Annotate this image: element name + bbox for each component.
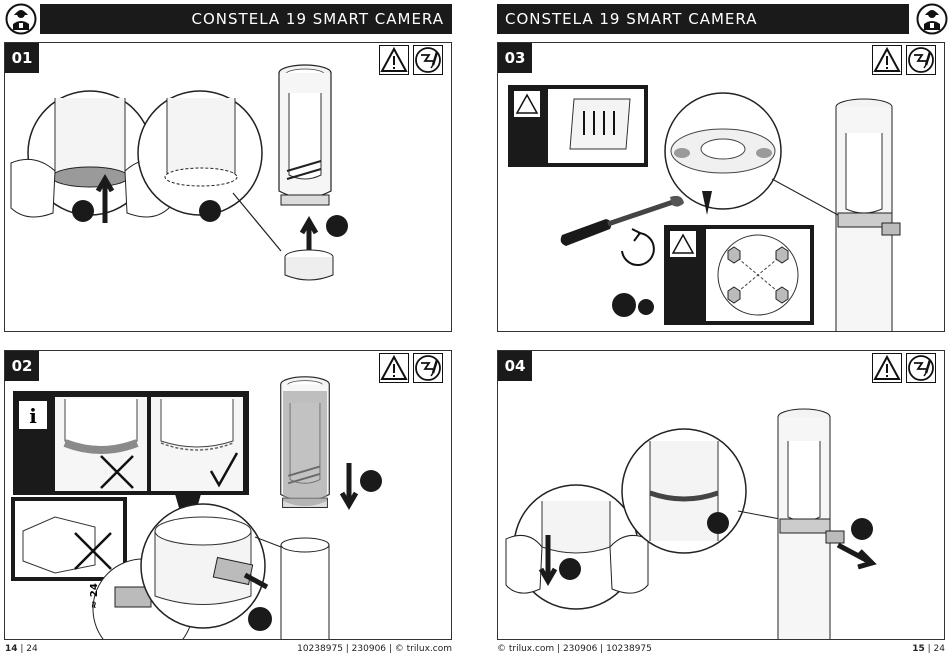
screwdriver-icon bbox=[413, 45, 443, 75]
page-total: | 24 bbox=[928, 644, 945, 654]
left-page: CONSTELA 19 SMART CAMERA 01 bbox=[0, 0, 475, 659]
screwdriver-icon bbox=[906, 353, 936, 383]
info-icon: i bbox=[29, 404, 37, 428]
dimension-label: ≈ 24 bbox=[89, 583, 100, 609]
step-panel-02: 02 i ≈ 24 bbox=[4, 350, 452, 640]
step-number: 01 bbox=[5, 43, 39, 73]
screwdriver-icon bbox=[906, 45, 936, 75]
warning-group bbox=[379, 45, 443, 75]
page-number: 14 | 24 bbox=[5, 644, 38, 654]
warning-group bbox=[872, 45, 936, 75]
warning-icon bbox=[872, 353, 902, 383]
footer-info: © trilux.com | 230906 | 10238975 bbox=[497, 644, 652, 654]
warning-icon bbox=[872, 45, 902, 75]
page-number: 15 | 24 bbox=[912, 644, 945, 654]
page-title: CONSTELA 19 SMART CAMERA bbox=[497, 4, 909, 34]
step-number: 03 bbox=[498, 43, 532, 73]
step-panel-01: 01 bbox=[4, 42, 452, 332]
technician-icon bbox=[916, 3, 948, 35]
page-title: CONSTELA 19 SMART CAMERA bbox=[40, 4, 452, 34]
page-number-value: 15 bbox=[912, 644, 925, 654]
footer-info: 10238975 | 230906 | © trilux.com bbox=[297, 644, 452, 654]
right-page: CONSTELA 19 SMART CAMERA 03 bbox=[475, 0, 950, 659]
page-total: | 24 bbox=[20, 644, 37, 654]
warning-group bbox=[379, 353, 443, 383]
step-number: 04 bbox=[498, 351, 532, 381]
step-number: 02 bbox=[5, 351, 39, 381]
warning-icon bbox=[379, 45, 409, 75]
step-04-illustration bbox=[498, 351, 945, 640]
step-01-illustration bbox=[5, 43, 452, 332]
technician-icon bbox=[5, 3, 37, 35]
screwdriver-icon bbox=[413, 353, 443, 383]
warning-icon bbox=[379, 353, 409, 383]
step-panel-03: 03 bbox=[497, 42, 945, 332]
page-number-value: 14 bbox=[5, 644, 18, 654]
warning-group bbox=[872, 353, 936, 383]
step-panel-04: 04 bbox=[497, 350, 945, 640]
step-02-illustration: i ≈ 24 bbox=[5, 351, 452, 640]
step-03-illustration bbox=[498, 43, 945, 332]
